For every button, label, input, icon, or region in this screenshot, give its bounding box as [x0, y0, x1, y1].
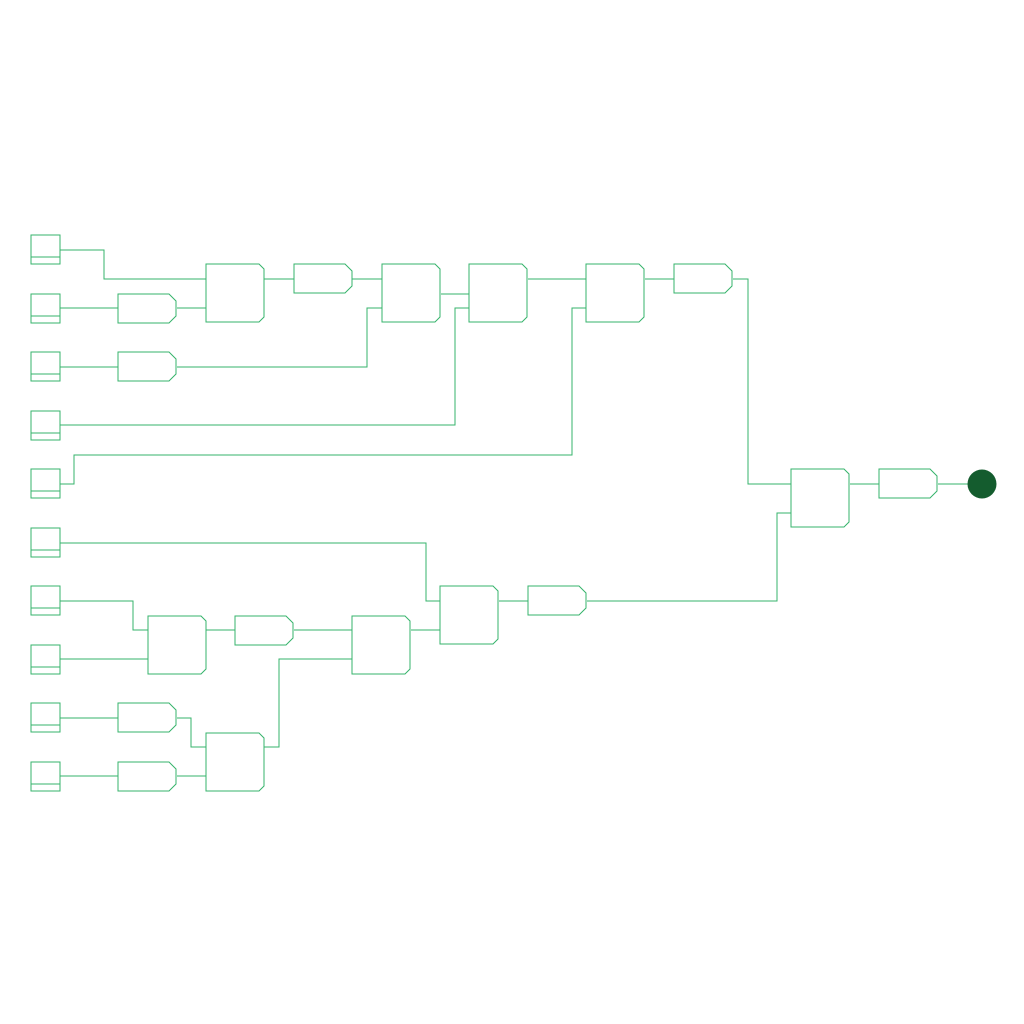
output-dot [967, 469, 997, 499]
input-node-2 [30, 293, 61, 324]
gate-g8 [439, 585, 499, 645]
wire-5 [177, 307, 382, 368]
input-node-5 [30, 468, 61, 499]
input-node-6 [30, 527, 61, 558]
gate-g3 [468, 263, 528, 323]
wire-11 [60, 307, 586, 485]
input-box [30, 410, 61, 441]
nodes-layer [30, 234, 997, 792]
gate-g7 [351, 615, 411, 675]
input-box [30, 468, 61, 499]
gate-g4 [585, 263, 645, 323]
wire-17 [60, 600, 148, 631]
gate-g5 [147, 615, 207, 675]
buffer-b3 [117, 351, 177, 382]
input-node-1 [30, 234, 61, 265]
gate-g6 [205, 732, 265, 792]
wire-9 [60, 307, 469, 426]
wire-13 [733, 278, 791, 485]
input-box [30, 702, 61, 733]
input-node-3 [30, 351, 61, 382]
input-node-4 [30, 410, 61, 441]
wire-28 [587, 512, 791, 602]
input-node-10 [30, 761, 61, 792]
buffer-b8 [878, 468, 938, 499]
buffer-b6 [234, 615, 294, 646]
input-box [30, 761, 61, 792]
input-box [30, 644, 61, 675]
buffer-b9 [117, 702, 177, 733]
input-node-9 [30, 702, 61, 733]
wire-25 [264, 658, 352, 748]
buffer-b10 [117, 761, 177, 792]
wires-layer [60, 249, 968, 777]
input-box [30, 585, 61, 616]
input-box [30, 351, 61, 382]
input-box [30, 527, 61, 558]
wire-22 [177, 717, 206, 748]
input-box [30, 234, 61, 265]
input-node-8 [30, 644, 61, 675]
wire-16 [60, 542, 440, 602]
input-box [30, 293, 61, 324]
buffer-b5 [673, 263, 733, 294]
buffer-b4 [293, 263, 353, 294]
buffer-b2 [117, 293, 177, 324]
input-node-7 [30, 585, 61, 616]
gate-g1 [205, 263, 265, 323]
buffer-b7 [527, 585, 587, 616]
gate-g9 [790, 468, 850, 528]
gate-g2 [381, 263, 441, 323]
wire-1 [60, 249, 206, 280]
